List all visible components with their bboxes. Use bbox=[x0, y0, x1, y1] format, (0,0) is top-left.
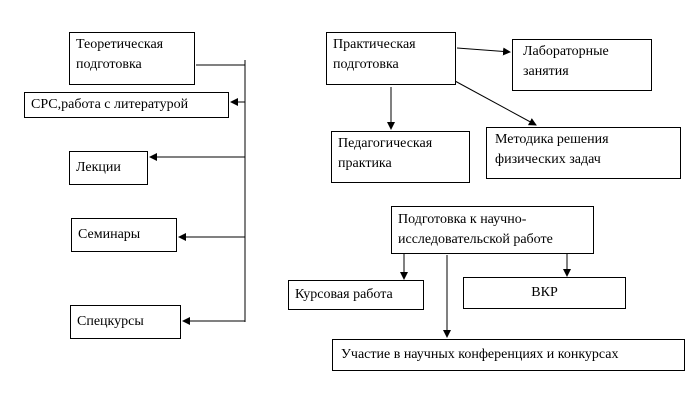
special-label: Спецкурсы bbox=[77, 314, 144, 329]
srs-label: СРС,работа с литературой bbox=[31, 97, 189, 112]
theory-line-2: подготовка bbox=[76, 57, 142, 72]
methodology-line-2: физических задач bbox=[495, 152, 601, 167]
lectures-label: Лекции bbox=[76, 160, 121, 175]
research-node: Подготовка к научно- исследовательской р… bbox=[391, 206, 594, 254]
theory-line-1: Теоретическая bbox=[76, 37, 164, 52]
vkr-node: ВКР bbox=[463, 277, 626, 309]
practice-line-1: Практическая bbox=[333, 37, 416, 52]
coursework-node: Курсовая работа bbox=[288, 280, 424, 310]
srs-node: СРС,работа с литературой bbox=[24, 92, 229, 118]
practice-to-methodology-arrow bbox=[454, 80, 537, 126]
pedagogical-line-1: Педагогическая bbox=[338, 136, 433, 151]
lab-node: Лабораторные занятия bbox=[512, 39, 652, 91]
practice-node: Практическая подготовка bbox=[326, 32, 456, 85]
vkr-label: ВКР bbox=[531, 285, 558, 300]
methodology-line-1: Методика решения bbox=[495, 132, 609, 147]
seminars-label: Семинары bbox=[78, 227, 141, 242]
research-line-2: исследовательской работе bbox=[398, 232, 553, 247]
pedagogical-node: Педагогическая практика bbox=[331, 131, 470, 183]
seminars-node: Семинары bbox=[71, 218, 177, 252]
lab-line-2: занятия bbox=[523, 64, 569, 79]
practice-line-2: подготовка bbox=[333, 57, 399, 72]
coursework-label: Курсовая работа bbox=[295, 287, 393, 302]
lectures-node: Лекции bbox=[69, 151, 148, 185]
special-node: Спецкурсы bbox=[70, 305, 181, 339]
research-line-1: Подготовка к научно- bbox=[398, 212, 527, 227]
lab-line-1: Лабораторные bbox=[523, 44, 609, 59]
theory-node: Теоретическая подготовка bbox=[69, 32, 195, 85]
methodology-node: Методика решения физических задач bbox=[486, 127, 681, 179]
conferences-node: Участие в научных конференциях и конкурс… bbox=[332, 339, 685, 371]
conferences-label: Участие в научных конференциях и конкурс… bbox=[341, 347, 619, 362]
pedagogical-line-2: практика bbox=[338, 156, 392, 171]
practice-to-lab-arrow bbox=[456, 47, 511, 56]
